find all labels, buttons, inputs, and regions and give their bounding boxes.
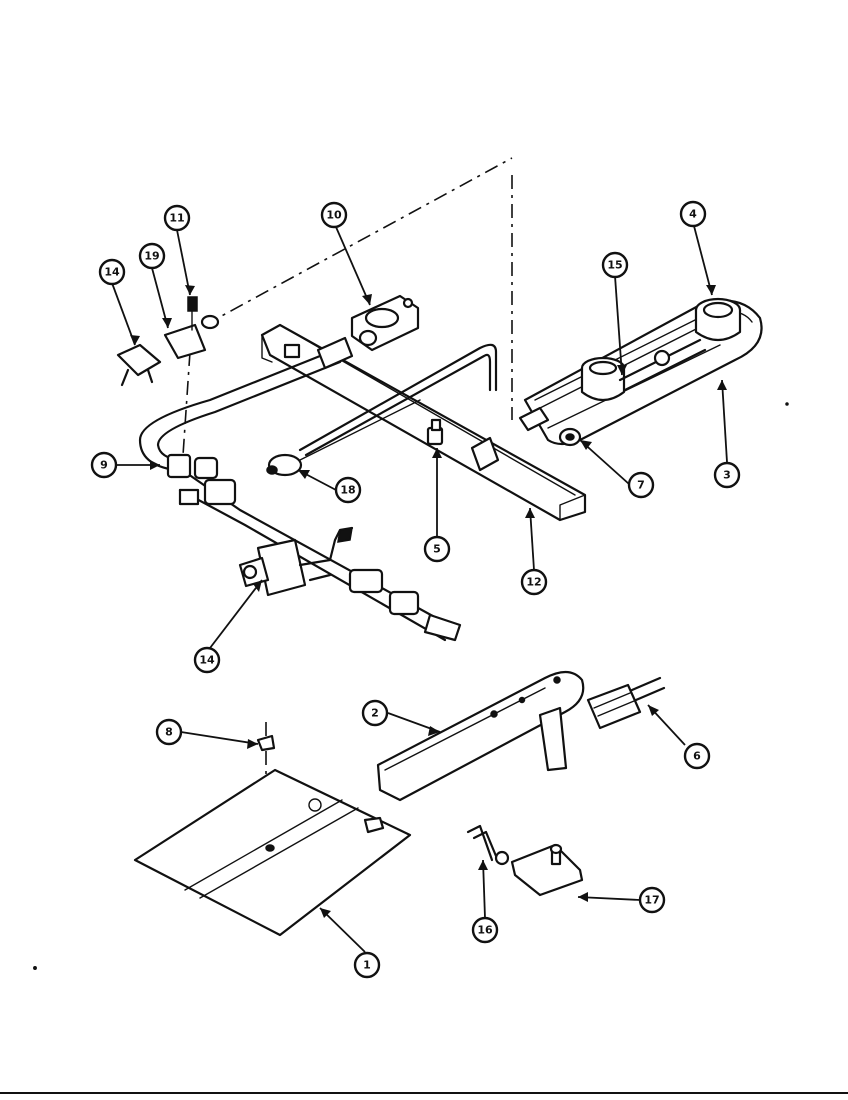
callout-9: 9	[90, 451, 118, 479]
svg-text:6: 6	[693, 750, 701, 763]
svg-text:14: 14	[199, 654, 215, 667]
callout-3: 3	[713, 461, 741, 489]
svg-text:11: 11	[169, 212, 184, 225]
svg-text:16: 16	[477, 924, 493, 937]
callout-4: 4	[679, 200, 707, 228]
svg-text:8: 8	[165, 726, 173, 739]
callout-8: 8	[155, 718, 183, 746]
manifold-valves	[166, 453, 420, 616]
callout-1: 1	[353, 951, 381, 979]
callout-11: 11	[163, 204, 191, 232]
callout-2: 2	[361, 699, 389, 727]
callout-14: 14	[193, 646, 221, 674]
svg-text:4: 4	[689, 208, 697, 221]
svg-text:3: 3	[723, 469, 731, 482]
small-fitting	[426, 418, 444, 446]
speck	[33, 966, 37, 970]
callout-5: 5	[423, 535, 451, 563]
callout-18-top: 18	[334, 476, 362, 504]
svg-text:17: 17	[644, 894, 659, 907]
svg-text:15: 15	[607, 259, 622, 272]
callout-12: 12	[520, 568, 548, 596]
bracket-channel	[260, 323, 587, 522]
baffle-plate	[133, 768, 412, 937]
orifice-fitting	[266, 399, 421, 477]
arrowheads	[130, 285, 727, 918]
svg-text:2: 2	[371, 707, 379, 720]
svg-text:19: 19	[144, 250, 159, 263]
svg-text:1: 1	[363, 959, 371, 972]
callout-19: 19	[138, 242, 166, 270]
callout-15: 15	[601, 251, 629, 279]
svg-text:18: 18	[340, 484, 355, 497]
pressure-regulator	[350, 294, 420, 352]
callouts: 14 19 11 10 4 15 7 3 9 18 5 12 14 2 6 8 …	[90, 200, 741, 979]
svg-text:10: 10	[326, 209, 342, 222]
burner-assembly	[518, 297, 763, 447]
safety-valve	[466, 824, 584, 897]
svg-text:5: 5	[433, 543, 441, 556]
callout-6: 6	[683, 742, 711, 770]
callout-10: 10	[320, 201, 348, 229]
igniter	[586, 676, 666, 730]
svg-text:14: 14	[104, 266, 120, 279]
svg-text:9: 9	[100, 459, 108, 472]
speck	[785, 402, 789, 406]
bottom-rule	[0, 1092, 848, 1094]
clip	[256, 734, 276, 752]
bracket-clip	[116, 296, 220, 387]
main-valve	[238, 526, 354, 597]
callout-17: 17	[638, 886, 666, 914]
gas-tube	[298, 343, 498, 457]
svg-text:12: 12	[526, 576, 541, 589]
callout-16: 16	[471, 916, 499, 944]
svg-text:7: 7	[637, 479, 645, 492]
oven-burner	[376, 670, 585, 802]
callout-13: 14	[98, 258, 126, 286]
callout-7: 7	[627, 471, 655, 499]
